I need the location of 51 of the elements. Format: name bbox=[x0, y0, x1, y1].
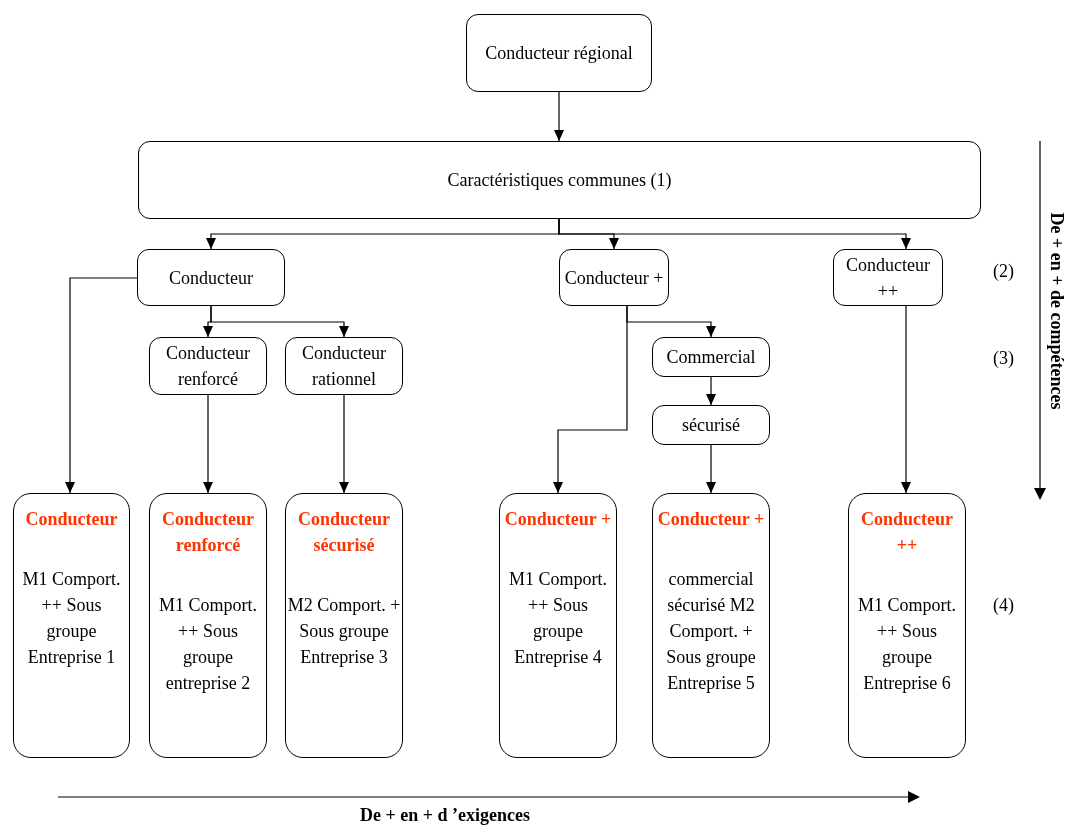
driver-profile-card bbox=[149, 493, 267, 758]
box-label: Conducteur + bbox=[563, 266, 665, 290]
arrow bbox=[901, 305, 911, 494]
arrow bbox=[65, 277, 138, 494]
box-label: Conducteur rationnel bbox=[301, 342, 387, 391]
axis-label: De + en + de compétences bbox=[1046, 211, 1068, 412]
process-box bbox=[559, 249, 669, 306]
profile-title: Conducteur ++ bbox=[860, 508, 954, 557]
arrow bbox=[554, 91, 564, 142]
axis-label: De + en + d ’exigences bbox=[360, 804, 530, 826]
driver-profile-card bbox=[13, 493, 130, 758]
profile-title: Conducteur sécurisé bbox=[297, 508, 391, 557]
profile-title: Conducteur + bbox=[656, 508, 766, 531]
driver-profile-card bbox=[848, 493, 966, 758]
box-label: Conducteur bbox=[168, 266, 254, 290]
arrow bbox=[210, 305, 349, 338]
profile-title: Conducteur bbox=[24, 508, 119, 531]
level-number: (3) bbox=[993, 347, 1014, 370]
arrow bbox=[558, 218, 911, 250]
process-box bbox=[652, 405, 770, 445]
arrow bbox=[706, 376, 716, 406]
profile-details: M2 Comport. + Sous groupe Entreprise 3 bbox=[286, 594, 402, 669]
box-label: Conducteur renforcé bbox=[165, 342, 251, 391]
driver-profile-card bbox=[499, 493, 617, 758]
arrow bbox=[203, 394, 213, 494]
level-number: (4) bbox=[993, 594, 1014, 617]
profile-details: M1 Comport. ++ Sous groupe Entreprise 6 bbox=[857, 594, 957, 695]
box-label: Commercial bbox=[665, 346, 757, 369]
profile-details: commercial sécurisé M2 Comport. + Sous groupe Entreprise 5 bbox=[665, 568, 757, 695]
profile-details: M1 Comport. ++ Sous groupe Entreprise 4 bbox=[508, 568, 608, 669]
process-box bbox=[833, 249, 943, 306]
level-number: (2) bbox=[993, 260, 1014, 283]
process-box bbox=[466, 14, 652, 92]
profile-details: M1 Comport. ++ Sous groupe entreprise 2 bbox=[158, 594, 258, 695]
process-box bbox=[652, 337, 770, 377]
driver-profile-card bbox=[285, 493, 403, 758]
process-box bbox=[138, 141, 981, 219]
process-box bbox=[149, 337, 267, 395]
box-label: Conducteur régional bbox=[484, 42, 634, 65]
profile-details: M1 Comport. ++ Sous groupe Entreprise 1 bbox=[21, 568, 122, 669]
process-box bbox=[285, 337, 403, 395]
box-label: Conducteur ++ bbox=[845, 253, 931, 303]
arrow bbox=[339, 394, 349, 494]
box-label: sécurisé bbox=[681, 414, 741, 437]
process-box bbox=[137, 249, 285, 306]
arrow bbox=[553, 305, 628, 494]
arrow bbox=[706, 444, 716, 494]
profile-title: Conducteur + bbox=[503, 508, 613, 531]
driver-profile-card bbox=[652, 493, 770, 758]
box-label: Caractéristiques communes (1) bbox=[446, 169, 673, 192]
profile-title: Conducteur renforcé bbox=[161, 508, 255, 557]
